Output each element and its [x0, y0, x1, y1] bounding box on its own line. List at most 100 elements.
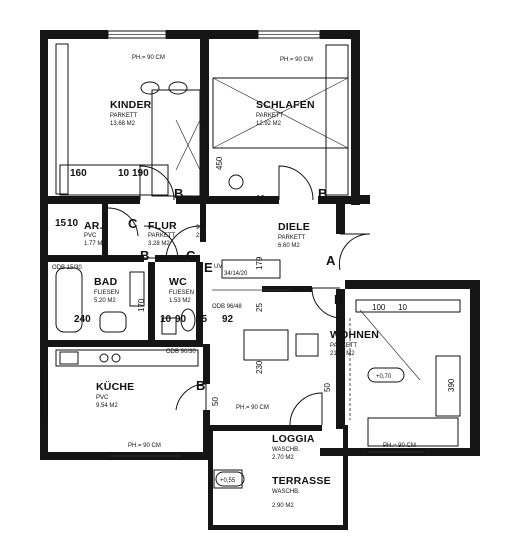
wall-outer-north-2	[166, 30, 258, 39]
room-area: 12.92 M2	[256, 121, 282, 127]
dim-wohnen-50: 50	[323, 383, 332, 392]
room-floor: PARKETT	[110, 113, 138, 119]
floor-levels: +0,70 +0,55	[215, 367, 405, 487]
terrasse-planter	[213, 469, 243, 489]
kinder-desk	[151, 89, 201, 197]
furniture	[55, 43, 461, 489]
marker-a: A	[326, 253, 336, 268]
room-terrasse: TERRASSE WASCHB. 2.90 M2	[272, 475, 331, 509]
parapet-schlafen: PH.= 90 CM	[280, 57, 313, 63]
door-bad	[143, 225, 179, 259]
wall-wohnen-east	[470, 280, 480, 455]
room-area: 2.70 M2	[272, 455, 294, 461]
room-name: FLUR	[148, 220, 177, 232]
room-flur: FLUR PARKETT 3.28 M2	[148, 220, 177, 247]
wall-bad-wc	[148, 262, 155, 342]
room-ar: AR. PVC 1.77 M2	[84, 220, 106, 247]
room-kinder: KINDER PARKETT 13.68 M2	[110, 99, 151, 127]
door-kinder	[139, 165, 175, 201]
kueche-counter	[55, 349, 199, 367]
dim-kinder-10: 10	[118, 168, 130, 179]
room-wohnen: WOHNEN PARKETT 21.11 M2	[330, 329, 379, 357]
diele-bench	[221, 259, 281, 279]
bad-washbasin	[99, 311, 127, 333]
marker-b-wohnen: B	[334, 292, 343, 307]
technical-codes: ODB 15/30 ODB 96/48 ODB 90/30 UV 34/14/2…	[52, 264, 248, 355]
door-wohnen	[311, 287, 341, 319]
marker-b-bad: B	[140, 248, 149, 263]
door-kueche	[175, 383, 207, 411]
dim-diele-179: 179	[255, 256, 264, 270]
dim-diele-25: 25	[255, 303, 264, 312]
wall-diele-chimney	[262, 286, 312, 292]
wall-outer-west	[40, 30, 48, 460]
dim-wohnen-390: 390	[447, 378, 456, 392]
marker-c-wc: C	[186, 248, 196, 263]
wall-kueche-diele-1	[203, 344, 210, 384]
kinder-wardrobe	[55, 43, 69, 195]
dim-kinder-190: 190	[132, 168, 149, 179]
room-area: 9.54 M2	[96, 403, 118, 409]
room-name: KÜCHE	[96, 380, 134, 393]
wohnen-armchair	[435, 355, 461, 417]
room-wc: WC FLIESEN 1.53 M2	[169, 276, 194, 304]
level-wohnen: +0,70	[376, 374, 392, 380]
parapet-labels: PH.= 90 CM PH.= 90 CM PH.= 90 CM PH.= 90…	[128, 55, 416, 449]
room-floor: FLIESEN	[169, 290, 194, 296]
room-name: TERRASSE	[272, 475, 331, 487]
dim-schlafen-10: 10	[256, 194, 265, 203]
wall-outer-north-1	[40, 30, 108, 39]
parapet-loggia: PH.= 90 CM	[236, 405, 269, 411]
room-name: SCHLAFEN	[256, 99, 315, 111]
marker-b-kueche: B	[196, 378, 205, 393]
wall-kinder-south-1	[48, 196, 140, 204]
code-vent: 34/14/20	[224, 271, 248, 277]
wall-wohnen-west	[336, 289, 345, 429]
parapet-wohnen: PH.= 90 CM	[383, 443, 416, 449]
door-entrance	[338, 233, 371, 271]
level-badge-terrasse	[215, 471, 245, 487]
windows	[41, 30, 425, 460]
bad-washer	[129, 271, 145, 307]
wall-terrasse-east	[343, 425, 348, 530]
code-odb-ar: ODB 15/30	[52, 265, 82, 271]
code-uv: UV	[214, 264, 222, 270]
door-loggia	[289, 392, 323, 426]
wall-wc-diele	[196, 262, 203, 342]
room-schlafen: SCHLAFEN PARKETT 12.92 M2	[256, 99, 315, 127]
room-loggia: LOGGIA WASCHB. 2.70 M2	[272, 433, 315, 461]
room-name: WOHNEN	[330, 329, 379, 341]
room-name: AR.	[84, 220, 103, 232]
kinder-bed	[59, 164, 169, 196]
wall-kinder-schlafen	[200, 39, 209, 199]
room-floor: PARKETT	[148, 233, 176, 239]
wall-wohnen-north	[345, 280, 480, 289]
room-floor: WASCHB.	[272, 489, 300, 495]
schlafen-wardrobe	[325, 44, 349, 196]
window-kueche-west	[41, 361, 48, 423]
room-name: DIELE	[278, 221, 310, 233]
dim-ar-15: 15	[55, 218, 67, 229]
room-name: WC	[169, 276, 187, 288]
room-floor: PVC	[84, 233, 97, 239]
dim-wc-90: 90	[175, 314, 187, 325]
wc-sink	[161, 317, 177, 335]
schlafen-plant	[228, 174, 244, 190]
dim-flur-90: 90	[196, 225, 203, 231]
dim-bad-240: 240	[74, 314, 91, 325]
room-bad: BAD FLIESEN 5.20 M2	[94, 276, 119, 304]
room-area: 6.60 M2	[278, 243, 300, 249]
room-area: 21.11 M2	[330, 351, 355, 357]
wohnen-sideboard	[355, 299, 461, 313]
wc-toilet	[180, 308, 196, 332]
marker-c: C	[128, 216, 138, 231]
dim-kinder-160: 160	[70, 168, 87, 179]
wall-kueche-diele-2	[203, 410, 210, 455]
dim-wohnen-10: 10	[398, 303, 407, 312]
kinder-chair-1	[140, 81, 160, 95]
room-diele: DIELE PARKETT 6.60 M2	[278, 221, 310, 249]
kueche-sink	[59, 351, 79, 365]
wall-loggia-north	[212, 425, 322, 431]
room-labels: KINDER PARKETT 13.68 M2 SCHLAFEN PARKETT…	[84, 99, 379, 509]
